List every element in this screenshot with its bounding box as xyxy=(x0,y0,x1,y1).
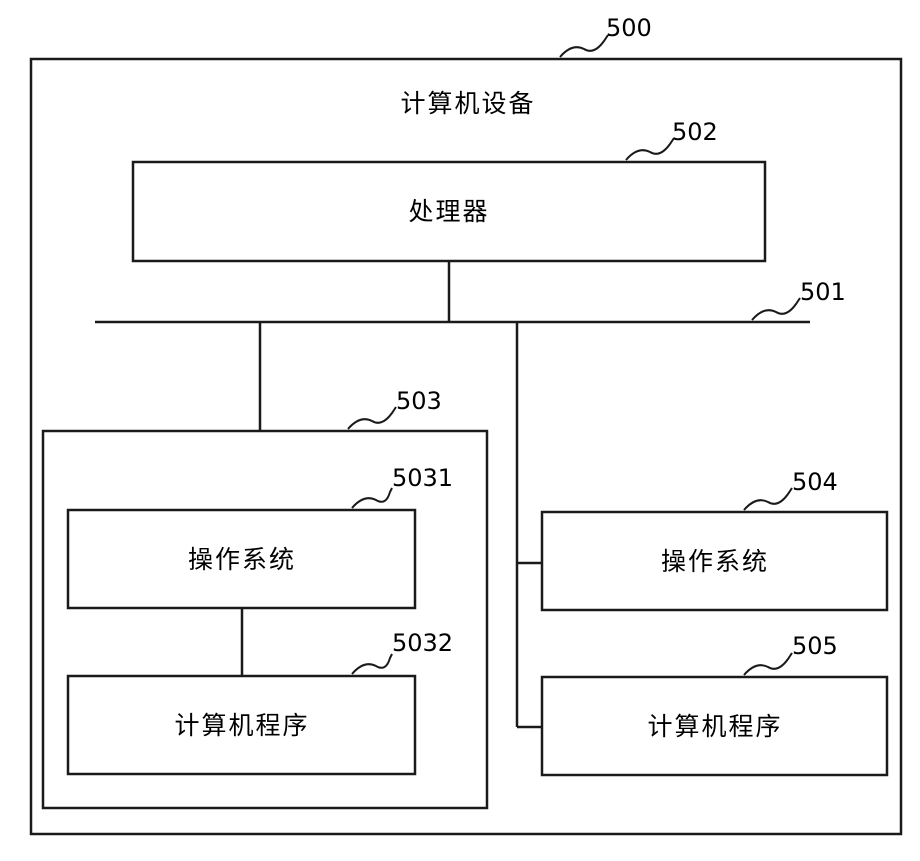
os-outer-ref: 504 xyxy=(792,468,838,496)
program-label-outer: 计算机程序 xyxy=(647,712,782,741)
storage-ref: 503 xyxy=(396,387,442,415)
os-label-outer: 操作系统 xyxy=(661,547,769,576)
processor-ref: 502 xyxy=(672,118,718,146)
device-title: 计算机设备 xyxy=(400,89,535,118)
program-outer-ref: 505 xyxy=(792,632,838,660)
os-label-inner: 操作系统 xyxy=(188,545,296,574)
program-label-inner: 计算机程序 xyxy=(174,711,309,740)
processor-label: 处理器 xyxy=(408,197,489,226)
os-inner-ref: 5031 xyxy=(392,464,453,492)
program-inner-ref: 5032 xyxy=(392,629,453,657)
device-ref: 500 xyxy=(606,14,652,42)
device-ref-leader xyxy=(560,35,608,57)
bus-ref: 501 xyxy=(800,278,846,306)
